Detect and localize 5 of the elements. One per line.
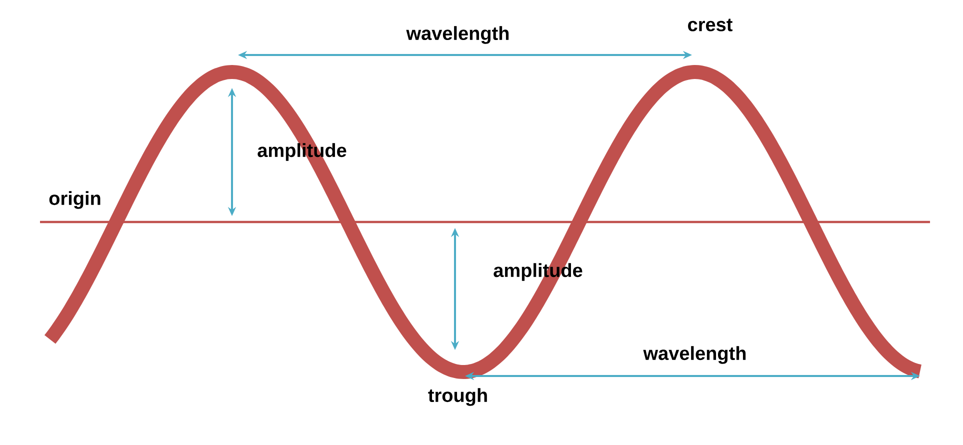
wave-label: origin	[49, 191, 100, 209]
wave-label: crest	[688, 18, 732, 32]
wave-label: wavelength	[643, 346, 746, 364]
wave-label: trough	[428, 388, 487, 406]
wave-label: wavelength	[406, 26, 509, 44]
